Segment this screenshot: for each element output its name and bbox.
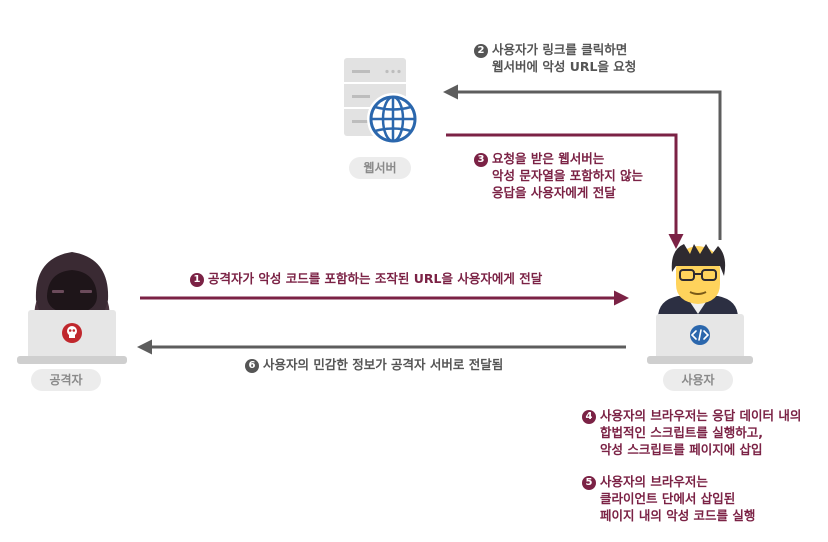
- web-server-globe-icon: [344, 58, 419, 145]
- server-label: 웹서버: [349, 157, 411, 179]
- step-5: 5 사용자의 브라우저는 클라이언트 단에서 삽입된 페이지 내의 악성 코드를 …: [582, 473, 755, 524]
- step-4: 4 사용자의 브라우저는 응답 데이터 내의 합법적인 스크립트를 실행하고, 악…: [582, 407, 801, 458]
- step-6: 6 사용자의 민감한 정보가 공격자 서버로 전달됨: [245, 356, 503, 373]
- skull-icon: [62, 323, 82, 343]
- step-4-line-3: 악성 스크립트를 페이지에 삽입: [600, 442, 763, 457]
- arrow-step-2: [443, 84, 722, 240]
- step-5-line-1: 사용자의 브라우저는: [600, 474, 708, 489]
- step-1-number: 1: [190, 273, 204, 287]
- step-3-number: 3: [474, 153, 488, 167]
- step-2: 2 사용자가 링크를 클릭하면 웹서버에 악성 URL을 요청: [474, 41, 636, 75]
- step-2-number: 2: [474, 44, 488, 58]
- step-1: 1 공격자가 악성 코드를 포함하는 조작된 URL을 사용자에게 전달: [190, 270, 542, 287]
- step-5-number: 5: [582, 476, 596, 490]
- step-5-line-3: 페이지 내의 악성 코드를 실행: [600, 508, 756, 523]
- step-6-line-1: 사용자의 민감한 정보가 공격자 서버로 전달됨: [263, 357, 504, 372]
- step-4-number: 4: [582, 410, 596, 424]
- code-brackets-icon: [690, 325, 710, 345]
- step-3-line-1: 요청을 받은 웹서버는: [492, 151, 605, 166]
- step-5-line-2: 클라이언트 단에서 삽입된: [600, 491, 736, 506]
- step-3-line-2: 악성 문자열을 포함하지 않는: [492, 168, 644, 183]
- user-with-laptop-icon: [647, 244, 753, 364]
- step-2-line-2: 웹서버에 악성 URL을 요청: [492, 59, 637, 74]
- hooded-hacker-laptop-icon: [17, 252, 127, 364]
- step-1-line-1: 공격자가 악성 코드를 포함하는 조작된 URL을 사용자에게 전달: [208, 271, 543, 286]
- attacker-label: 공격자: [31, 369, 101, 391]
- step-3: 3 요청을 받은 웹서버는 악성 문자열을 포함하지 않는 응답을 사용자에게 전…: [474, 150, 643, 201]
- step-4-line-1: 사용자의 브라우저는 응답 데이터 내의: [600, 408, 802, 423]
- step-6-number: 6: [245, 359, 259, 373]
- step-4-line-2: 합법적인 스크립트를 실행하고,: [600, 425, 763, 440]
- user-label: 사용자: [663, 369, 733, 391]
- step-3-line-3: 응답을 사용자에게 전달: [492, 185, 616, 200]
- step-2-line-1: 사용자가 링크를 클릭하면: [492, 42, 628, 57]
- arrow-step-3: [446, 133, 684, 249]
